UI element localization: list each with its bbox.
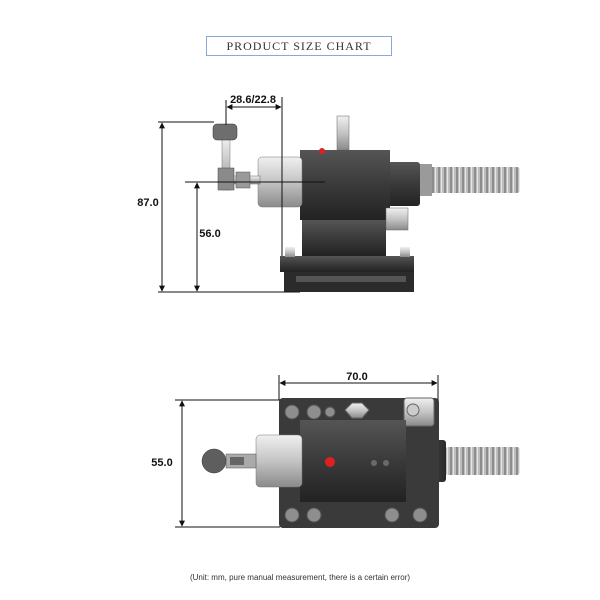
page-title: PRODUCT SIZE CHART — [226, 38, 372, 53]
side-view — [212, 115, 520, 292]
side-probe-roller — [212, 123, 238, 141]
hex-nut — [344, 402, 370, 419]
footnote: (Unit: mm, pure manual measurement, ther… — [189, 573, 411, 582]
side-base-top — [280, 256, 414, 272]
side-hose — [420, 167, 520, 193]
side-view-dimensions — [158, 97, 325, 293]
dim-total-height-label: 87.0 — [137, 197, 158, 209]
page-title-box: PRODUCT SIZE CHART — [206, 36, 392, 56]
dim-axis-height-label: 56.0 — [199, 228, 220, 240]
dim-width-label: 55.0 — [151, 457, 172, 469]
top-main-body — [300, 420, 406, 502]
side-main-body — [300, 150, 390, 220]
side-rear-cylinder — [388, 162, 420, 206]
top-probe-roller — [201, 448, 227, 474]
side-led-icon — [319, 148, 325, 154]
top-view-dimensions — [175, 375, 439, 528]
dim-top-label: 28.6/22.8 — [230, 94, 276, 106]
top-led-icon — [325, 457, 335, 467]
top-hose — [445, 447, 520, 475]
side-top-pin — [336, 115, 350, 151]
dim-length-label: 70.0 — [346, 371, 367, 383]
top-view — [201, 397, 520, 528]
top-front-cylinder — [255, 434, 303, 488]
side-lower-block — [302, 220, 386, 256]
